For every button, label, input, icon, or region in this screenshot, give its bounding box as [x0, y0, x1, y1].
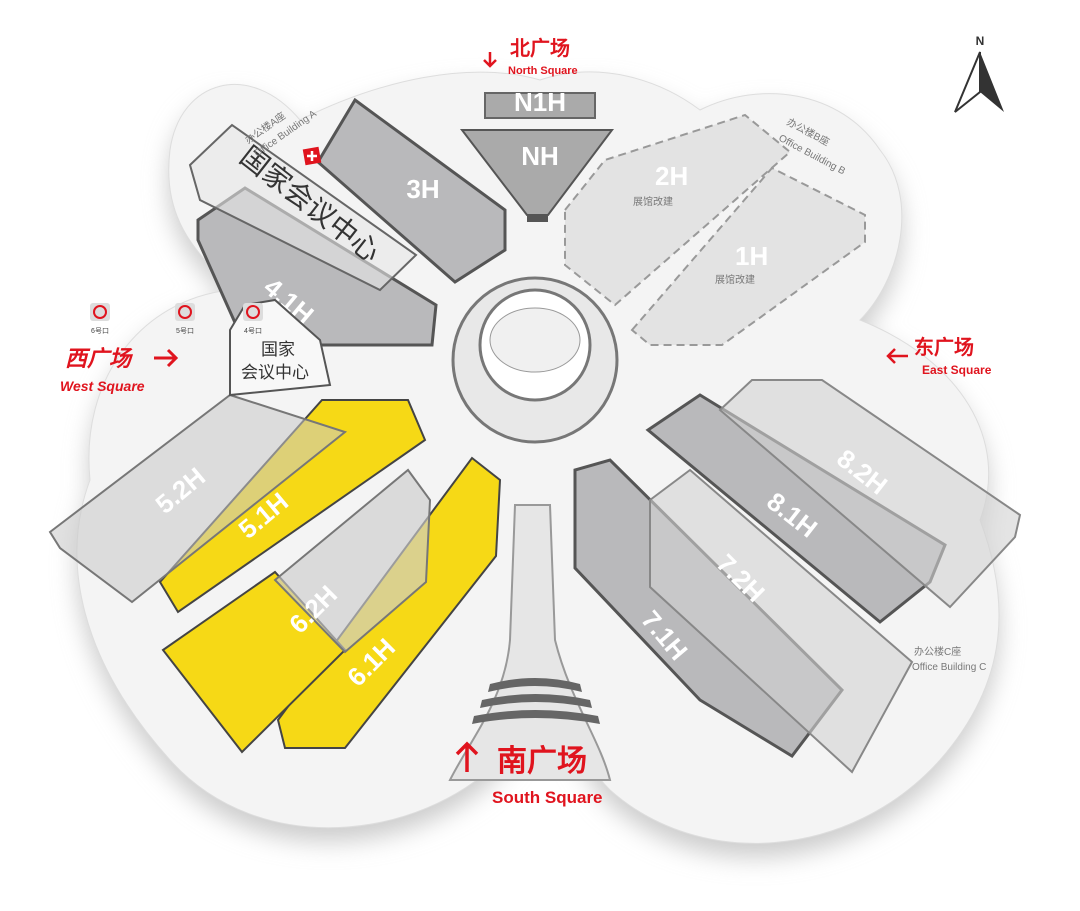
hall-6-2h[interactable]: [273, 468, 432, 654]
label-1h: 1H: [735, 241, 768, 271]
label-2h-note: 展馆改建: [633, 195, 673, 208]
cncc-label-line2: 会议中心: [241, 363, 309, 383]
north-square-en[interactable]: North Square: [508, 65, 578, 77]
west-square-cn[interactable]: 西广场: [65, 347, 134, 372]
label-2h: 2H: [655, 161, 688, 191]
hall-3h[interactable]: [316, 97, 507, 284]
arrow-down-icon: [483, 52, 497, 68]
metro-exit-label: 4号口: [244, 327, 262, 335]
label-3h: 3H: [406, 174, 439, 204]
cncc-building[interactable]: [188, 123, 418, 292]
metro-exit-label: 6号口: [91, 327, 109, 335]
south-stairs: [472, 678, 600, 724]
arrow-right-icon: [154, 348, 179, 368]
central-ring: [451, 276, 619, 444]
compass-label: N: [976, 34, 985, 48]
hall-5-2h[interactable]: [48, 393, 348, 604]
compass-north-icon: N: [954, 34, 1004, 113]
cncc-entrance[interactable]: [229, 298, 332, 397]
hall-7-2h[interactable]: [649, 468, 914, 774]
hall-1h[interactable]: [630, 166, 866, 346]
west-square-en[interactable]: West Square: [60, 378, 145, 394]
label-1h-note: 展馆改建: [715, 273, 755, 286]
metro-exit-4[interactable]: 4号口: [243, 303, 263, 335]
arrow-left-icon: [886, 348, 908, 364]
office-c-cn: 办公楼C座: [914, 645, 961, 658]
office-c-en: Office Building C: [912, 662, 986, 673]
north-square-cn[interactable]: 北广场: [510, 36, 570, 60]
arrow-up-icon: [455, 741, 479, 772]
east-square-en[interactable]: East Square: [922, 363, 992, 377]
metro-exit-6[interactable]: 6号口: [90, 303, 110, 335]
east-square-cn[interactable]: 东广场: [914, 335, 974, 359]
hall-nh[interactable]: [459, 92, 615, 222]
metro-exit-label: 5号口: [176, 327, 194, 335]
south-square-cn[interactable]: 南广场: [497, 744, 587, 779]
south-square-en[interactable]: South Square: [492, 788, 603, 807]
medical-cross: [307, 151, 317, 161]
label-nh: NH: [521, 141, 559, 171]
hall-2h[interactable]: [564, 113, 792, 307]
hall-8-2h[interactable]: [718, 379, 1022, 609]
label-n1h: N1H: [514, 87, 566, 117]
cncc-label-line1: 国家: [261, 340, 295, 360]
metro-exit-5[interactable]: 5号口: [175, 303, 195, 335]
